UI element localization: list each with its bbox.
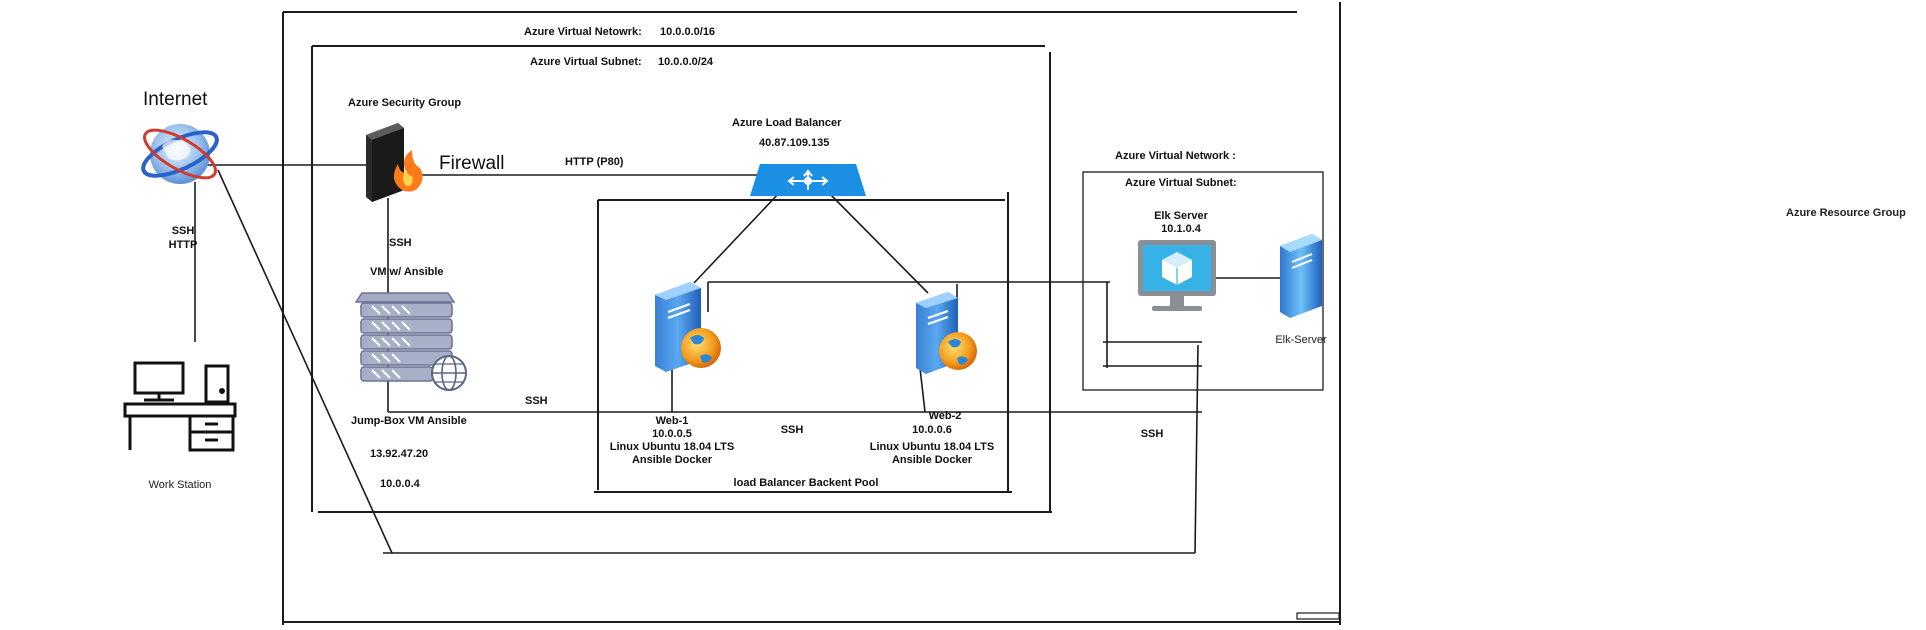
subnet-cidr: 10.0.0.0/24 xyxy=(658,56,714,68)
elk-server-ip: 10.1.0.4 xyxy=(1161,223,1202,235)
ssh-label-elk: SSH xyxy=(1141,428,1164,440)
vnet-label: Azure Virtual Netowrk: xyxy=(524,26,642,38)
jumpbox-server-icon xyxy=(354,292,467,391)
connections xyxy=(194,164,1280,554)
resource-group-box xyxy=(282,2,1341,625)
protocol-http-label: HTTP xyxy=(169,239,198,251)
internet-label: Internet xyxy=(143,89,208,110)
load-balancer-title: Azure Load Balancer xyxy=(732,117,842,129)
web1-apps: Ansible Docker xyxy=(632,454,713,466)
jumpbox-name: Jump-Box VM Ansible xyxy=(351,415,467,427)
ssh-label-firewall: SSH xyxy=(389,237,412,249)
web2-apps: Ansible Docker xyxy=(892,454,973,466)
elk-network-box xyxy=(1082,171,1324,391)
workstation-desk-icon xyxy=(123,361,237,452)
virtual-subnet-box xyxy=(311,45,1052,513)
backend-pool-box xyxy=(594,192,1012,493)
elk-vm-monitor-icon xyxy=(1138,240,1216,311)
web2-server-icon xyxy=(916,292,977,374)
load-balancer-ip: 40.87.109.135 xyxy=(759,137,829,149)
backend-pool-label: load Balancer Backent Pool xyxy=(734,477,879,489)
web2-ip: 10.0.0.6 xyxy=(912,424,952,436)
elk-vnet-label: Azure Virtual Network : xyxy=(1115,150,1236,162)
vnet-cidr: 10.0.0.0/16 xyxy=(660,26,715,38)
jumpbox-private-ip: 10.0.0.4 xyxy=(380,478,421,490)
resource-group-label: Azure Resource Group xyxy=(1786,207,1906,219)
ssh-label-jumpbox: SSH xyxy=(525,395,548,407)
load-balancer-icon xyxy=(750,164,866,196)
elk-server-icon xyxy=(1280,234,1322,318)
elk-server-name: Elk Server xyxy=(1154,210,1209,222)
ssh-label-pool: SSH xyxy=(781,424,804,436)
web1-server-icon xyxy=(655,282,721,372)
jumpbox-title: VM w/ Ansible xyxy=(370,266,444,278)
jumpbox-public-ip: 13.92.47.20 xyxy=(370,448,428,460)
firewall-label: Firewall xyxy=(439,153,504,174)
elk-server-label: Elk-Server xyxy=(1275,334,1327,346)
web2-name: Web-2 xyxy=(929,410,962,422)
internet-globe-icon xyxy=(141,124,219,184)
workstation-label: Work Station xyxy=(149,479,212,491)
subnet-label: Azure Virtual Subnet: xyxy=(530,56,642,68)
protocol-ssh-label: SSH xyxy=(172,225,195,237)
web1-name: Web-1 xyxy=(656,415,689,427)
elk-subnet-label: Azure Virtual Subnet: xyxy=(1125,177,1237,189)
firewall-icon xyxy=(366,123,423,202)
http-p80-label: HTTP (P80) xyxy=(565,156,624,168)
web2-os: Linux Ubuntu 18.04 LTS xyxy=(870,441,994,453)
security-group-label: Azure Security Group xyxy=(348,97,461,109)
web1-ip: 10.0.0.5 xyxy=(652,428,692,440)
web1-os: Linux Ubuntu 18.04 LTS xyxy=(610,441,734,453)
